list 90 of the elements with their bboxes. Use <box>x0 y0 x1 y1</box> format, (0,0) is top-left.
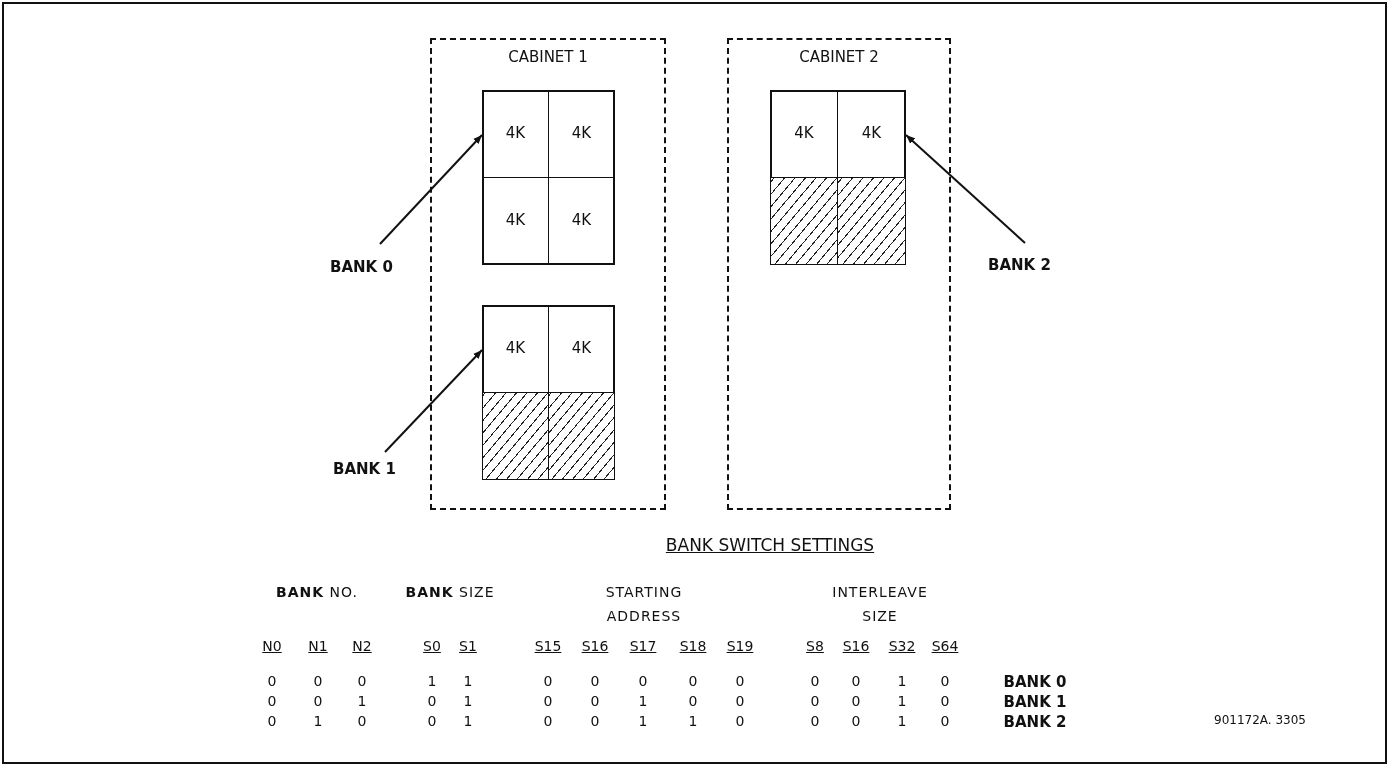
module-size-text: 4K <box>571 339 592 357</box>
table-value: 1 <box>897 713 907 729</box>
table-value: 0 <box>810 673 820 689</box>
module-size-text: 4K <box>794 124 814 142</box>
hatched-slot <box>837 177 906 265</box>
table-value: 0 <box>940 713 950 729</box>
column-heading: S15 <box>534 638 562 654</box>
row-label: BANK 0 <box>1003 673 1067 691</box>
column-group-heading: BANK SIZE <box>404 583 496 602</box>
table-value: 0 <box>427 693 437 709</box>
table-value: 1 <box>463 673 473 689</box>
column-group-heading: INTERLEAVE SIZE <box>831 583 929 626</box>
table-value: 0 <box>590 713 600 729</box>
table-value: 0 <box>427 713 437 729</box>
memory-bank-frame <box>770 90 906 265</box>
table-value: 1 <box>427 673 437 689</box>
column-heading: N1 <box>308 638 328 654</box>
table-value: 0 <box>851 713 861 729</box>
table-value: 0 <box>267 713 277 729</box>
table-value: 0 <box>940 673 950 689</box>
table-value: 0 <box>688 673 698 689</box>
table-value: 0 <box>590 693 600 709</box>
memory-bank-frame <box>482 90 615 265</box>
table-value: 0 <box>735 673 745 689</box>
cabinet-title: CABINET 1 <box>508 48 588 66</box>
table-value: 0 <box>543 673 553 689</box>
bank-label: BANK 2 <box>988 256 1051 274</box>
memory-bank-frame <box>482 305 615 480</box>
column-heading: S8 <box>806 638 824 654</box>
arrow <box>384 349 483 453</box>
row-label: BANK 1 <box>1003 693 1067 711</box>
column-heading: S64 <box>931 638 959 654</box>
table-value: 1 <box>313 713 323 729</box>
column-heading: S0 <box>423 638 441 654</box>
module-size-text: 4K <box>861 124 882 142</box>
table-value: 0 <box>735 713 745 729</box>
column-heading: S16 <box>581 638 609 654</box>
column-heading: N2 <box>352 638 372 654</box>
table-value: 1 <box>463 713 473 729</box>
table-value: 0 <box>851 673 861 689</box>
arrow <box>379 134 483 245</box>
arrow <box>905 134 1026 244</box>
column-group-heading: STARTING ADDRESS <box>604 583 684 626</box>
column-heading: S32 <box>888 638 916 654</box>
table-value: 1 <box>638 693 648 709</box>
cabinet-title: CABINET 2 <box>799 48 879 66</box>
column-group-heading: BANK NO. <box>275 583 359 602</box>
column-heading: S18 <box>679 638 707 654</box>
table-value: 0 <box>267 673 277 689</box>
table-value: 1 <box>688 713 698 729</box>
cabinet-outline <box>727 38 951 510</box>
hatched-slot <box>548 392 615 480</box>
table-value: 0 <box>810 693 820 709</box>
table-value: 0 <box>688 693 698 709</box>
column-heading: N0 <box>262 638 282 654</box>
column-heading: S17 <box>629 638 657 654</box>
row-label: BANK 2 <box>1003 713 1067 731</box>
table-value: 0 <box>638 673 648 689</box>
table-value: 0 <box>590 673 600 689</box>
table-value: 1 <box>638 713 648 729</box>
table-value: 0 <box>810 713 820 729</box>
table-value: 0 <box>543 713 553 729</box>
column-heading: S1 <box>459 638 477 654</box>
module-size-text: 4K <box>505 124 526 142</box>
module-size-text: 4K <box>505 339 526 357</box>
figure-number: 901172A. 3305 <box>1214 713 1306 727</box>
hatched-slot <box>770 177 838 265</box>
bank-label: BANK 0 <box>330 258 393 276</box>
module-size-text: 4K <box>571 211 592 229</box>
table-value: 0 <box>851 693 861 709</box>
column-heading: S16 <box>842 638 870 654</box>
cabinet-outline <box>430 38 666 510</box>
bank-label: BANK 1 <box>333 460 396 478</box>
column-heading: S19 <box>726 638 754 654</box>
table-value: 1 <box>897 693 907 709</box>
table-value: 0 <box>313 693 323 709</box>
table-value: 0 <box>313 673 323 689</box>
hatched-slot <box>482 392 549 480</box>
table-value: 0 <box>543 693 553 709</box>
module-size-text: 4K <box>571 124 592 142</box>
table-value: 0 <box>357 673 367 689</box>
table-value: 0 <box>735 693 745 709</box>
table-value: 0 <box>357 713 367 729</box>
table-title: BANK SWITCH SETTINGS <box>665 535 875 555</box>
table-value: 1 <box>897 673 907 689</box>
table-value: 1 <box>463 693 473 709</box>
table-value: 0 <box>940 693 950 709</box>
module-size-text: 4K <box>505 211 526 229</box>
table-value: 1 <box>357 693 367 709</box>
table-value: 0 <box>267 693 277 709</box>
